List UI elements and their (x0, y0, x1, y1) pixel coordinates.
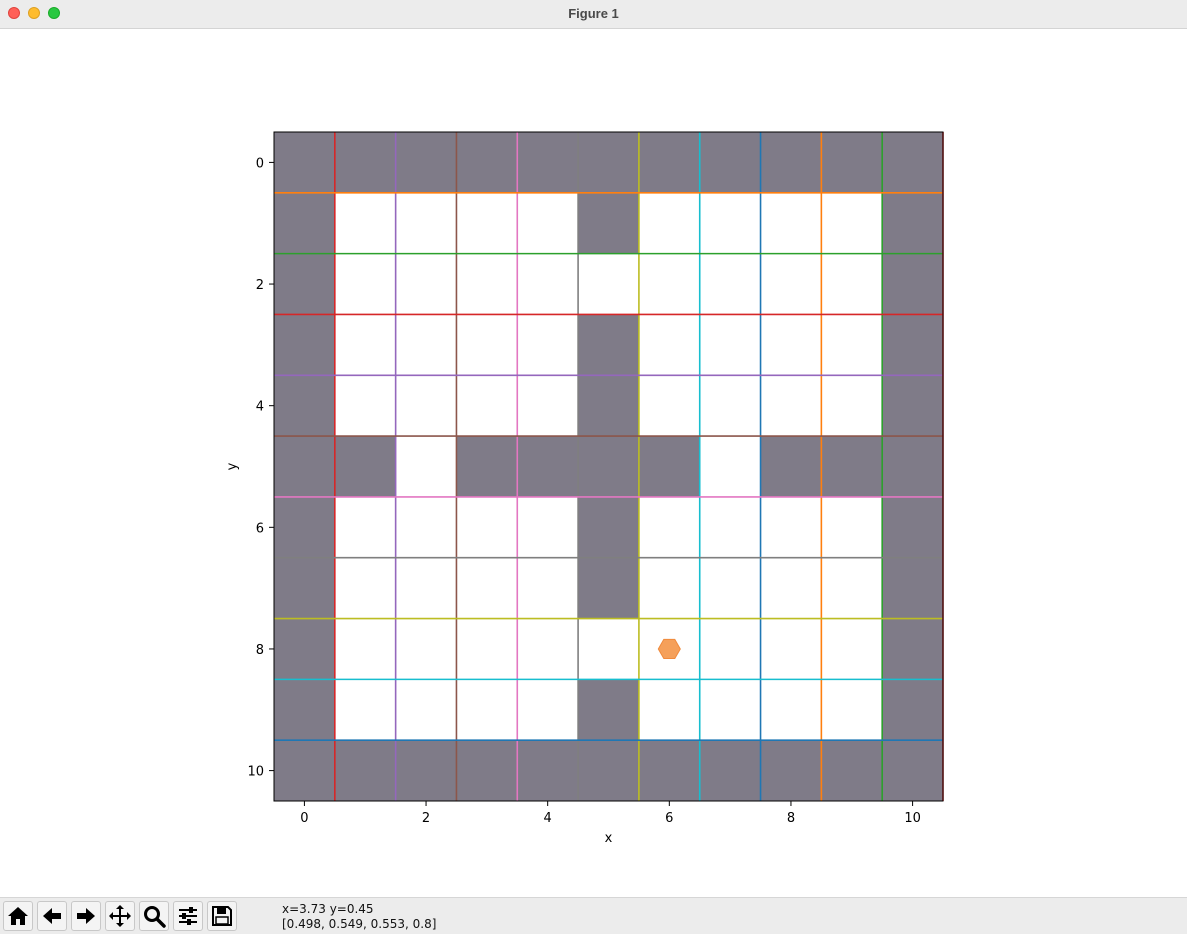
wall-cell (882, 314, 944, 376)
wall-cell (334, 436, 396, 498)
minimize-window-button[interactable] (28, 7, 40, 19)
wall-cell (882, 679, 944, 741)
zoom-button[interactable] (139, 901, 169, 931)
x-tick-label: 0 (300, 811, 308, 826)
arrow-right-icon (77, 908, 95, 924)
wall-cell (517, 436, 579, 498)
wall-cell (760, 436, 822, 498)
y-axis-label: y (225, 462, 240, 470)
wall-cell (578, 132, 640, 194)
back-button[interactable] (37, 901, 67, 931)
y-tick-label: 4 (256, 400, 264, 415)
y-tick-label: 0 (256, 156, 264, 171)
wall-cell (699, 132, 761, 194)
move-icon (109, 905, 131, 927)
forward-button[interactable] (71, 901, 101, 931)
home-button[interactable] (3, 901, 33, 931)
magnifier-icon (144, 906, 166, 928)
wall-cell (578, 192, 640, 254)
axes-frame (273, 131, 944, 802)
wall-cell (882, 496, 944, 559)
wall-cell (517, 132, 579, 194)
wall-cell (821, 436, 883, 498)
y-tick-label: 10 (247, 765, 264, 780)
wall-cell (882, 375, 944, 437)
wall-cell (882, 618, 944, 680)
title-bar: Figure 1 (0, 0, 1187, 29)
configure-subplots-button[interactable] (173, 901, 203, 931)
x-tick-label: 4 (544, 811, 552, 826)
wall-cell (578, 679, 640, 741)
wall-cell (334, 740, 396, 802)
wall-cell (882, 253, 944, 315)
x-tick-label: 10 (904, 811, 921, 826)
wall-cell (274, 314, 336, 376)
wall-cell (274, 253, 336, 315)
wall-cell (456, 436, 518, 498)
wall-cell (274, 557, 336, 619)
x-axis-label: x (605, 831, 613, 846)
gridworld-plot[interactable]: 0 2 4 6 8 10 0 2 4 6 8 10 x y (0, 29, 1187, 896)
cursor-coordinates: x=3.73 y=0.45 (282, 902, 374, 916)
wall-cell (274, 496, 336, 559)
wall-cell (334, 132, 396, 194)
navigation-toolbar (0, 897, 1187, 934)
cursor-status: x=3.73 y=0.45[0.498, 0.549, 0.553, 0.8] (282, 902, 436, 932)
wall-cell (274, 132, 336, 194)
wall-cell (578, 436, 640, 498)
wall-cell (395, 132, 457, 194)
y-tick-label: 8 (256, 643, 264, 658)
x-tick-label: 8 (787, 811, 795, 826)
wall-cell (638, 132, 701, 194)
wall-cell (274, 436, 336, 498)
wall-cell (274, 679, 336, 741)
y-tick-label: 2 (256, 278, 264, 293)
wall-cell (882, 740, 944, 802)
wall-cell (882, 436, 944, 498)
wall-cell (274, 375, 336, 437)
wall-cell (699, 740, 761, 802)
wall-cell (882, 132, 944, 194)
y-tick-label: 6 (256, 521, 264, 536)
wall-cell (578, 557, 640, 619)
wall-cell (760, 740, 822, 802)
pixel-value: [0.498, 0.549, 0.553, 0.8] (282, 917, 437, 931)
wall-cell (578, 314, 640, 376)
agent-marker (657, 638, 681, 659)
save-button[interactable] (207, 901, 237, 931)
wall-cell (395, 740, 457, 802)
wall-cell (882, 557, 944, 619)
wall-cell (578, 375, 640, 437)
arrow-left-icon (43, 908, 61, 924)
wall-cell (821, 740, 883, 802)
wall-cell (456, 132, 518, 194)
x-tick-label: 2 (422, 811, 430, 826)
wall-cell (882, 192, 944, 254)
sliders-icon (179, 907, 197, 925)
wall-cell (638, 740, 701, 802)
wall-cell (821, 132, 883, 194)
figure-canvas[interactable]: 0 2 4 6 8 10 0 2 4 6 8 10 x y (0, 29, 1187, 896)
home-icon (8, 907, 28, 925)
close-window-button[interactable] (8, 7, 20, 19)
wall-cell (578, 740, 640, 802)
wall-cell (456, 740, 518, 802)
window-title: Figure 1 (568, 6, 619, 21)
wall-cell (274, 740, 336, 802)
wall-cell (760, 132, 822, 194)
wall-cell (517, 740, 579, 802)
wall-cell (274, 618, 336, 680)
wall-cell (578, 496, 640, 559)
x-tick-label: 6 (665, 811, 673, 826)
wall-cell (638, 436, 701, 498)
pan-button[interactable] (105, 901, 135, 931)
wall-cell (274, 192, 336, 254)
maximize-window-button[interactable] (48, 7, 60, 19)
floppy-disk-icon (212, 906, 232, 926)
